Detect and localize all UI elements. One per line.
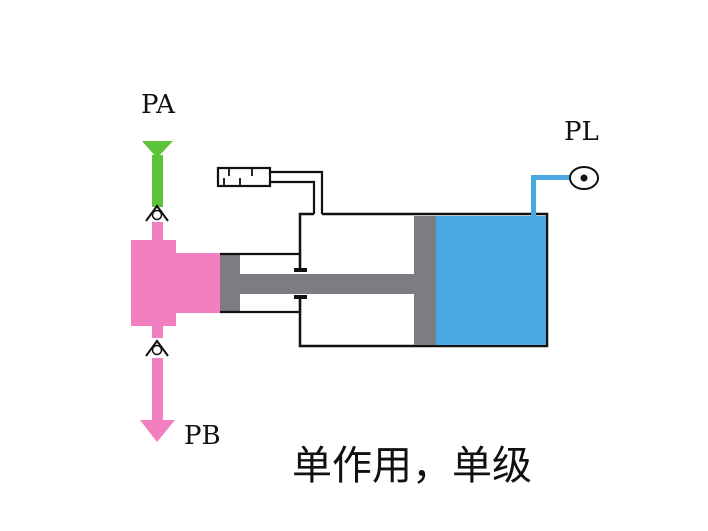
air-inlet-arrow bbox=[142, 141, 173, 207]
liquid-outlet-line bbox=[531, 175, 571, 216]
exhaust-outlet-arrow bbox=[140, 358, 175, 442]
liquid-chamber bbox=[436, 216, 546, 345]
piston-rod bbox=[240, 274, 416, 294]
label-pl: PL bbox=[564, 117, 599, 147]
gauge-body bbox=[216, 166, 272, 188]
main-cylinder bbox=[298, 212, 549, 348]
exhaust-arrowhead bbox=[140, 420, 175, 442]
breather-gauge bbox=[216, 166, 324, 214]
label-pb: PB bbox=[184, 421, 221, 451]
pressure-port-icon bbox=[569, 166, 599, 190]
exhaust-shaft bbox=[152, 358, 163, 420]
check-valve-top-icon bbox=[145, 204, 169, 222]
air-inlet-shaft bbox=[152, 155, 163, 207]
label-pa: PA bbox=[141, 90, 176, 120]
drive-section bbox=[131, 222, 220, 338]
caption: 单作用，单级 bbox=[292, 443, 532, 489]
rod-seal-bottom bbox=[294, 295, 307, 299]
gauge-tube bbox=[270, 170, 324, 214]
drive-piston bbox=[220, 254, 240, 312]
main-piston bbox=[414, 216, 436, 345]
air-inlet-arrowhead bbox=[142, 141, 173, 158]
check-valve-bottom-icon bbox=[145, 339, 169, 357]
